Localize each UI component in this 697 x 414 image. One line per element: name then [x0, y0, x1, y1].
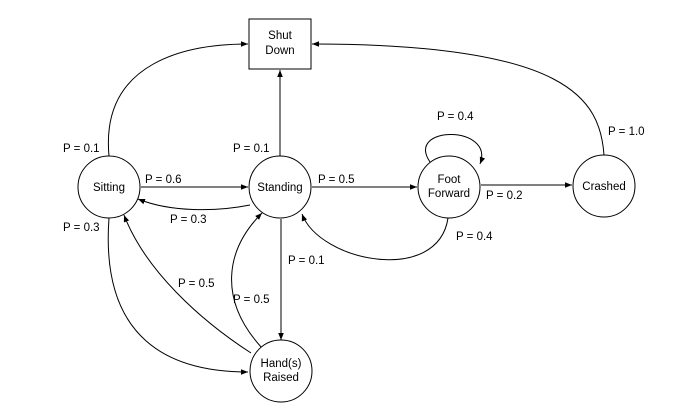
- node-foot-forward-line1: Foot: [437, 174, 461, 186]
- label-foot-forward-to-standing: P = 0.4: [456, 231, 493, 243]
- label-standing-to-foot-forward: P = 0.5: [318, 174, 355, 186]
- edge-crashed-to-shutdown: [311, 41, 605, 156]
- node-shutdown-line2: Down: [265, 45, 294, 57]
- node-shutdown-line1: Shut: [268, 30, 292, 42]
- label-hands-raised-to-sitting: P = 0.5: [178, 278, 215, 290]
- node-sitting-label: Sitting: [93, 182, 125, 194]
- edge-foot-forward-to-standing: [301, 213, 449, 261]
- label-standing-to-sitting: P = 0.3: [170, 214, 207, 226]
- node-foot-forward-line2: Forward: [428, 188, 470, 200]
- node-hands-raised: Hand(s) Raised: [249, 339, 313, 403]
- label-sitting-to-hands-raised: P = 0.3: [63, 222, 100, 234]
- node-hands-raised-line1: Hand(s): [261, 358, 302, 370]
- node-shutdown: Shut Down: [248, 18, 312, 70]
- node-standing: Standing: [248, 155, 312, 219]
- nodes: Shut Down Sitting Standing Foot Forward …: [77, 18, 636, 403]
- label-standing-to-hands-raised: P = 0.1: [288, 255, 325, 267]
- node-foot-forward: Foot Forward: [417, 155, 481, 219]
- edge-hands-raised-to-sitting: [123, 214, 252, 354]
- label-hands-raised-to-standing: P = 0.5: [233, 294, 270, 306]
- edge-sitting-to-hands-raised: [107, 217, 249, 375]
- label-standing-to-shutdown: P = 0.1: [233, 143, 270, 155]
- label-crashed-to-shutdown: P = 1.0: [608, 126, 645, 138]
- node-crashed: Crashed: [572, 154, 636, 218]
- edges: [107, 41, 605, 375]
- label-sitting-to-shutdown: P = 0.1: [63, 143, 100, 155]
- edge-sitting-to-shutdown: [107, 41, 249, 157]
- label-foot-forward-self-loop: P = 0.4: [437, 111, 474, 123]
- edge-hands-raised-to-standing: [231, 212, 263, 349]
- node-standing-label: Standing: [257, 182, 302, 194]
- edge-standing-to-sitting: [137, 198, 251, 211]
- label-foot-forward-to-crashed: P = 0.2: [486, 190, 523, 202]
- node-hands-raised-line2: Raised: [263, 372, 299, 384]
- edge-foot-forward-self-loop: [425, 134, 486, 165]
- node-sitting: Sitting: [77, 155, 141, 219]
- node-crashed-label: Crashed: [582, 181, 625, 193]
- edge-labels: P = 0.1 P = 0.1 P = 1.0 P = 0.6 P = 0.3 …: [63, 111, 645, 306]
- label-sitting-to-standing: P = 0.6: [145, 174, 182, 186]
